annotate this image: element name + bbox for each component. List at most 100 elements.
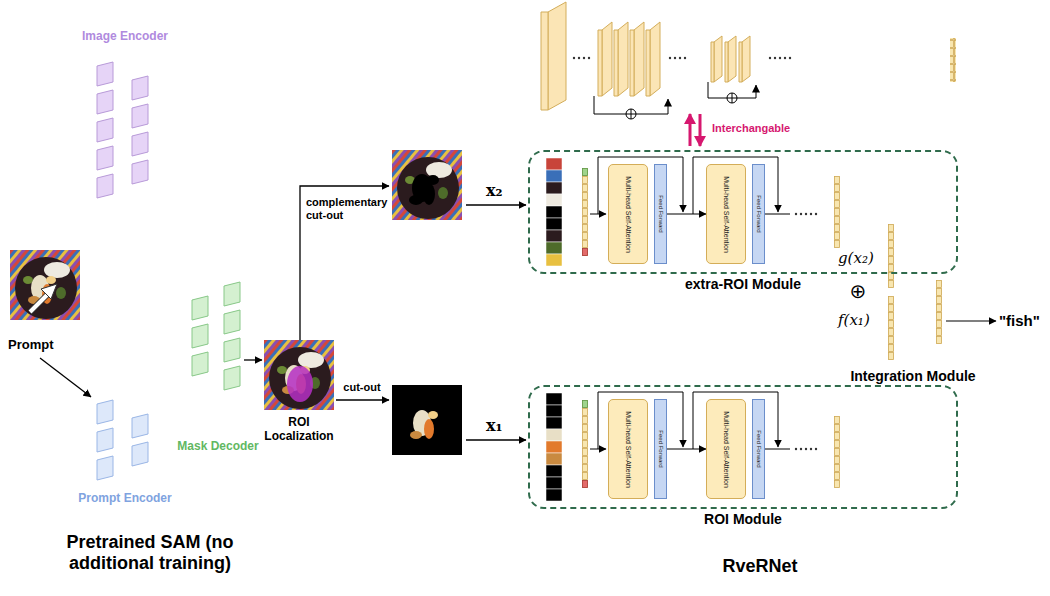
cnn-dots	[774, 57, 776, 59]
step-label: ROI Localization	[264, 416, 333, 444]
roi-localization-photo	[264, 340, 334, 410]
roi-internals	[583, 481, 588, 488]
integration-vectors	[888, 296, 894, 360]
block-label: Feed Forward	[658, 195, 664, 232]
roi-internals	[546, 453, 562, 465]
connector-arrow	[667, 448, 706, 449]
extra-roi-internals	[583, 169, 588, 176]
cnn-skip-connections	[594, 82, 756, 119]
attention-block: Multi-head Self-Attention	[608, 164, 648, 264]
interchangeable-arrows	[689, 114, 692, 146]
feed-forward-bar: Feed Forward	[654, 164, 667, 264]
mask-decoder-blocks	[224, 282, 240, 306]
extra-roi-internals	[546, 158, 562, 170]
roi-internals	[546, 441, 562, 453]
class-label: "fish"	[999, 312, 1040, 329]
image-encoder-blocks	[132, 132, 148, 156]
roi-internals	[583, 401, 588, 408]
roi-internals	[546, 477, 562, 489]
cnn-backbone	[541, 12, 548, 110]
extra-roi-internals	[582, 168, 588, 256]
section-title: Pretrained SAM (no additional training)	[5, 532, 295, 573]
integration-vectors	[888, 224, 894, 288]
input-photo	[30, 293, 49, 312]
connector-arrow	[946, 320, 996, 321]
mask-decoder-blocks	[192, 282, 240, 390]
dashed-module-frame: ROI ModuleMulti-head Self-AttentionFeed …	[528, 385, 958, 509]
cutout-photo	[392, 385, 462, 455]
cnn-backbone	[614, 30, 618, 96]
cnn-backbone	[630, 30, 634, 96]
prompt-encoder-blocks	[132, 442, 148, 466]
cnn-backbone	[728, 36, 736, 82]
cnn-backbone	[714, 36, 722, 82]
complementary-photo	[409, 174, 439, 205]
input-photo	[41, 284, 57, 299]
cnn-dots	[679, 57, 681, 59]
cnn-backbone	[634, 22, 644, 96]
encoder-label: Image Encoder	[82, 30, 168, 44]
integration-group: Integration Module	[880, 224, 946, 362]
cnn-backbone	[739, 42, 742, 82]
cnn-skip-connections	[626, 109, 636, 119]
prompt-encoder-blocks	[132, 414, 148, 438]
mask-decoder-blocks	[192, 352, 208, 376]
decoder-label: Mask Decoder	[177, 440, 258, 454]
cutout-arrow	[336, 399, 389, 400]
block-label: Feed Forward	[756, 430, 762, 467]
image-encoder-blocks	[97, 62, 113, 86]
image-encoder-blocks	[97, 62, 148, 198]
cnn-backbone	[598, 30, 602, 96]
cnn-backbone	[541, 2, 956, 110]
image-encoder-blocks	[97, 174, 113, 198]
input-photo	[10, 250, 80, 320]
roi-internals	[546, 393, 562, 405]
image-encoder-blocks	[97, 90, 113, 114]
cnn-dots	[578, 57, 580, 59]
extra-roi-internals	[546, 182, 562, 194]
prompt-encoder-blocks	[97, 400, 148, 480]
cnn-backbone	[646, 30, 650, 96]
x2-arrow	[466, 204, 526, 205]
extra-roi-internals	[834, 176, 840, 248]
roi-internals	[546, 393, 562, 501]
complementary-photo	[392, 150, 462, 220]
extra-roi-internals	[815, 213, 817, 215]
block-label: Multi-head Self-Attention	[625, 176, 632, 253]
attention-block: Multi-head Self-Attention	[706, 399, 746, 499]
extra-roi-internals	[546, 254, 562, 266]
attention-block: Multi-head Self-Attention	[706, 164, 746, 264]
section-title: RveRNet	[722, 556, 797, 577]
module-title: ROI Module	[704, 511, 782, 527]
roi-internals	[765, 449, 790, 450]
extra-roi-internals	[805, 213, 807, 215]
output-class: "fish"	[996, 312, 1043, 330]
decoder-arrow	[244, 359, 262, 360]
extra-roi-internals	[546, 194, 562, 206]
extra-roi-internals	[800, 213, 802, 215]
cutout-photo	[392, 385, 462, 455]
extra-roi-internals	[765, 214, 790, 215]
image-encoder-blocks	[97, 146, 113, 170]
cnn-dots	[789, 57, 791, 59]
roi-internals	[805, 448, 807, 450]
integration-vectors	[888, 224, 942, 360]
block-label: Feed Forward	[658, 430, 664, 467]
mask-decoder-blocks	[224, 366, 240, 390]
cnn-backbone	[711, 42, 714, 82]
roi-internals	[800, 448, 802, 450]
concat-symbol: ⊕	[850, 280, 867, 303]
cnn-dots	[573, 57, 575, 59]
input-photo	[10, 250, 80, 320]
input-photo	[30, 293, 49, 312]
extra-roi-internals	[795, 213, 817, 215]
cnn-backbone	[742, 36, 750, 82]
prompt-encoder-blocks	[97, 428, 113, 452]
extra-roi-internals	[810, 213, 812, 215]
module-title: Integration Module	[850, 368, 975, 384]
connector-arrow	[667, 213, 706, 214]
extra-roi-internals	[546, 157, 840, 266]
